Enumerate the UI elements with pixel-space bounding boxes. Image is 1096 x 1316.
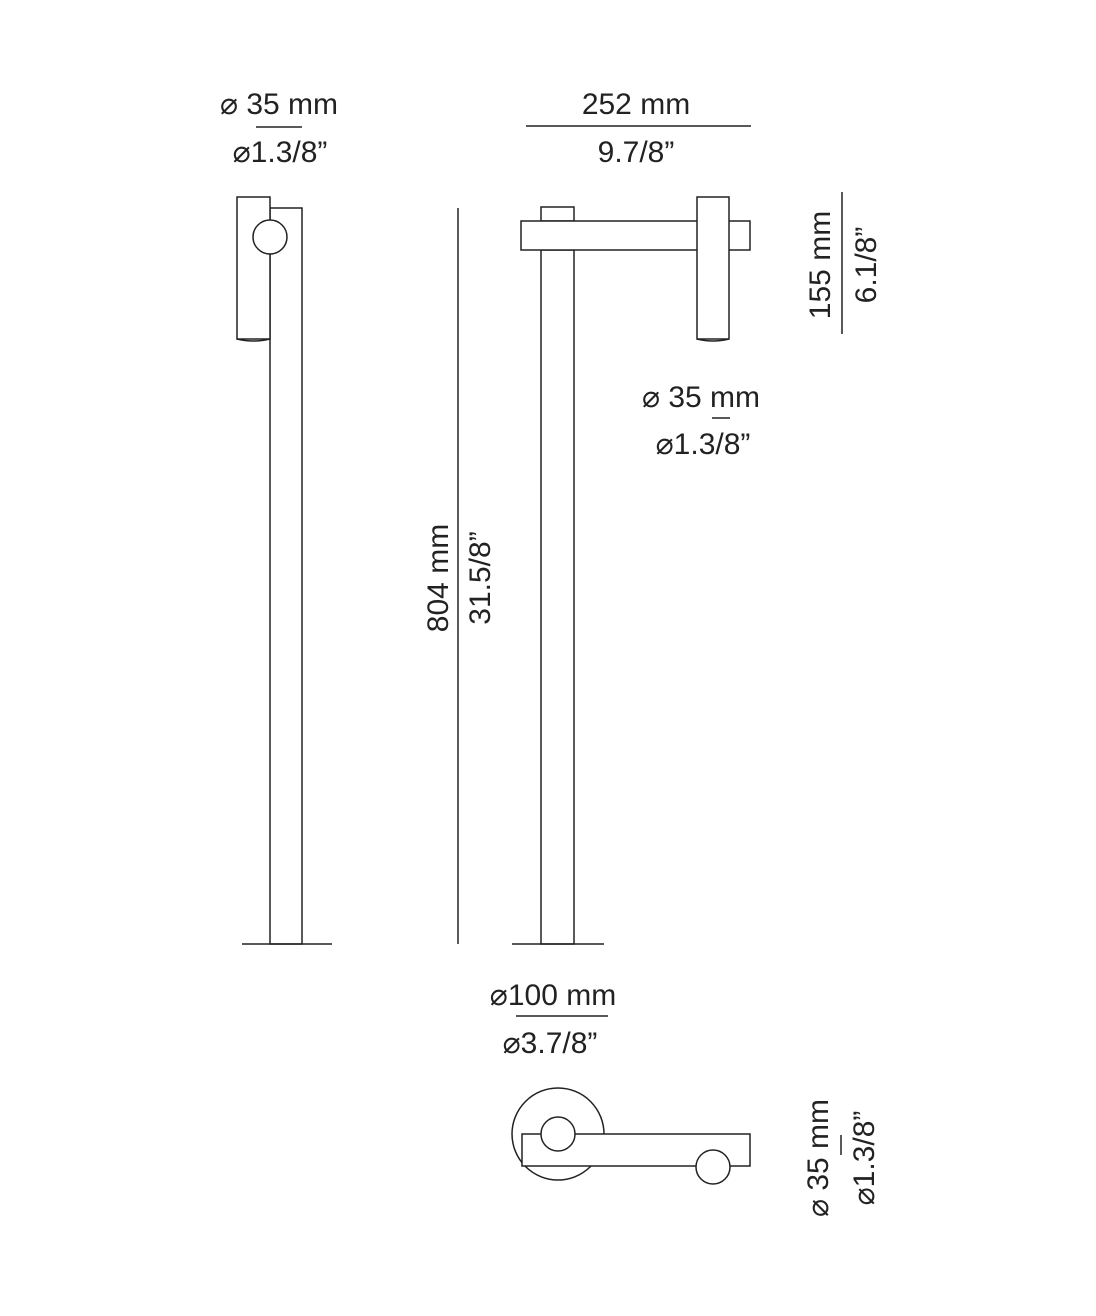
side-head-diameter-metric: ⌀ 35 mm: [220, 88, 338, 121]
total-height-metric: 804 mm: [422, 524, 455, 632]
head-height-imperial: 6.1/8”: [850, 227, 883, 304]
top-view-head: [695, 1149, 731, 1185]
front-view-pole: [540, 249, 575, 945]
side-view-joint: [252, 219, 288, 255]
head-height-metric: 155 mm: [804, 211, 837, 319]
side-view-head: [236, 196, 271, 340]
side-view: [236, 196, 332, 945]
side-view-pole: [269, 207, 303, 945]
front-head-diameter-dimension: ⌀ 35 mm ⌀1.3/8”: [642, 381, 760, 461]
arm-width-dimension: 252 mm 9.7/8”: [526, 88, 751, 169]
side-head-diameter-dimension: ⌀ 35 mm ⌀1.3/8”: [220, 88, 338, 169]
side-head-diameter-imperial: ⌀1.3/8”: [233, 136, 328, 169]
front-head-diameter-metric: ⌀ 35 mm: [642, 381, 760, 414]
arm-width-imperial: 9.7/8”: [598, 136, 675, 169]
base-diameter-imperial: ⌀3.7/8”: [503, 1027, 598, 1060]
arm-width-metric: 252 mm: [582, 88, 690, 121]
top-head-diameter-metric: ⌀ 35 mm: [802, 1099, 835, 1217]
top-head-diameter-dimension: ⌀ 35 mm ⌀1.3/8”: [802, 1099, 881, 1217]
top-view: [511, 1087, 751, 1185]
front-head-diameter-imperial: ⌀1.3/8”: [656, 428, 751, 461]
top-head-diameter-imperial: ⌀1.3/8”: [848, 1111, 881, 1206]
top-view-pole: [540, 1116, 576, 1152]
head-height-dimension: 155 mm 6.1/8”: [804, 192, 883, 334]
total-height-dimension: 804 mm 31.5/8”: [422, 208, 497, 944]
base-diameter-metric: ⌀100 mm: [490, 979, 616, 1012]
front-view: [512, 196, 751, 945]
front-view-head: [696, 196, 730, 340]
front-view-lens: [696, 338, 730, 342]
total-height-imperial: 31.5/8”: [464, 531, 497, 624]
base-diameter-dimension: ⌀100 mm ⌀3.7/8”: [490, 979, 616, 1060]
front-view-cap: [540, 206, 575, 222]
side-view-lens: [236, 338, 271, 342]
